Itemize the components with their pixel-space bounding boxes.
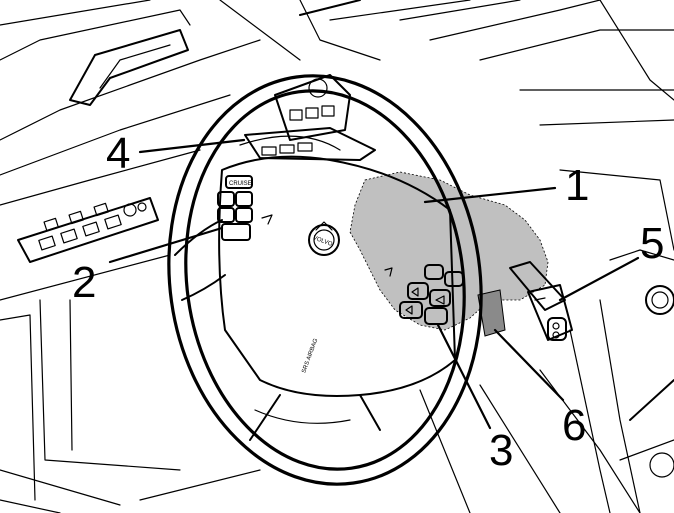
leader-line-5 <box>558 256 640 302</box>
leader-line-6 <box>493 328 565 402</box>
window-switch-panel <box>17 197 159 263</box>
leader-line-2 <box>108 226 224 264</box>
highlight-block-6 <box>477 289 506 337</box>
airbag-label: SRS AIRBAG <box>301 338 319 375</box>
right-stalk <box>509 261 573 341</box>
callout-5: 5 <box>640 219 664 268</box>
leader-line-4 <box>138 138 246 154</box>
brand-logo-text: VOLVO <box>312 235 333 248</box>
callout-6: 6 <box>562 401 586 450</box>
callout-3: 3 <box>489 426 513 475</box>
leader-line-3 <box>436 323 492 430</box>
highlight-area-1 <box>349 171 549 331</box>
callout-4: 4 <box>106 129 130 178</box>
callouts: 1 2 3 4 5 6 <box>72 129 664 475</box>
callout-1: 1 <box>565 161 589 210</box>
steering-wheel: VOLVO SRS AIRBAG <box>167 74 483 486</box>
cruise-button-label: CRUISE <box>229 181 252 187</box>
leader-lines <box>108 138 640 430</box>
right-button-panel <box>399 264 464 325</box>
leader-line-1 <box>423 186 557 204</box>
instrument-cluster-top <box>244 127 376 161</box>
left-button-panel: CRUISE <box>217 175 253 241</box>
callout-2: 2 <box>72 258 96 307</box>
